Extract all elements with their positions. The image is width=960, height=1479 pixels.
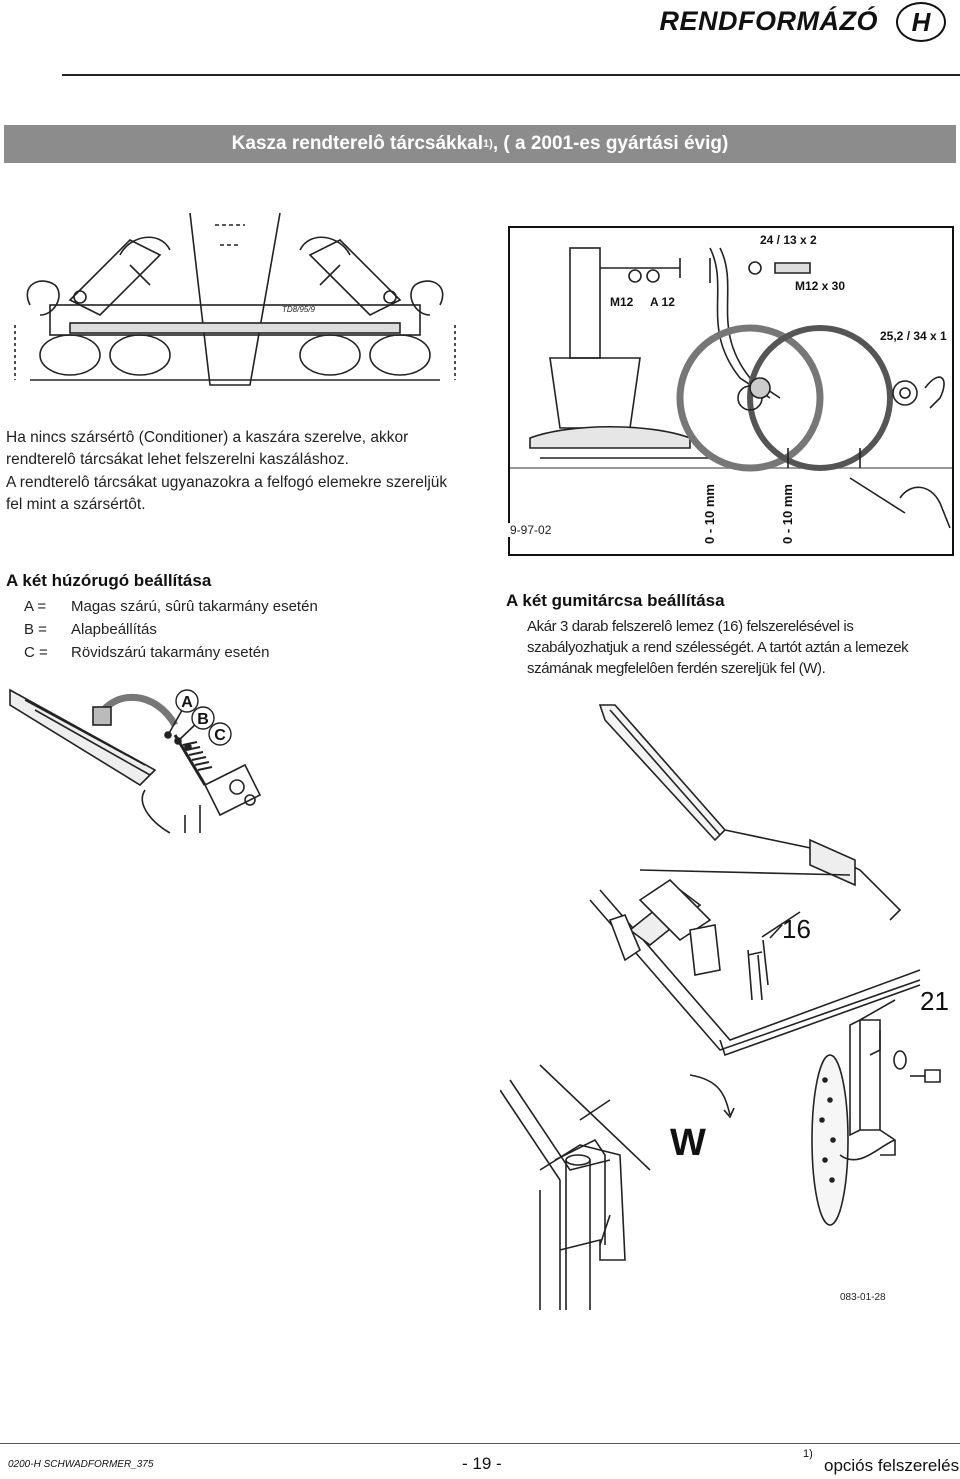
- label-gap-left: 0 - 10 mm: [702, 484, 717, 544]
- footer-document-code: 0200-H SCHWADFORMER_375: [8, 1459, 154, 1470]
- label-nut-m12: M12: [610, 295, 634, 309]
- frame-plate-figure: 16 21 W 083-01-28: [500, 704, 949, 1310]
- spring-setting-b: B = Alapbeállítás: [24, 621, 444, 644]
- setting-key: B =: [24, 621, 47, 638]
- spring-settings-list: A = Magas szárú, sûrû takarmány esetén B …: [24, 598, 444, 667]
- spring-position-c-label: C: [214, 727, 226, 744]
- label-gap-right: 0 - 10 mm: [780, 484, 795, 544]
- spring-position-a-label: A: [181, 694, 193, 711]
- bolt-part-number: 21: [920, 986, 949, 1016]
- disc-section-paragraph: Akár 3 darab felszerelô lemez (16) felsz…: [527, 618, 909, 677]
- tilt-w-label: W: [670, 1122, 706, 1164]
- figure4-code: 083-01-28: [840, 1292, 886, 1303]
- intro-paragraph-2: A rendterelô tárcsákat ugyanazokra a fel…: [6, 474, 448, 513]
- banner-suffix: , ( a 2001-es gyártási évig): [492, 133, 729, 154]
- footer-page-number: - 19 -: [462, 1454, 502, 1473]
- setting-value: Magas szárú, sûrû takarmány esetén: [71, 598, 318, 615]
- spring-position-b-label: B: [197, 711, 209, 728]
- setting-value: Alapbeállítás: [71, 621, 157, 638]
- intro-paragraph-1: Ha nincs szársértô (Conditioner) a kaszá…: [6, 429, 409, 468]
- label-bolt-m12x30: M12 x 30: [795, 279, 845, 293]
- header-divider: [62, 74, 960, 76]
- label-washer-24-13: 24 / 13 x 2: [760, 233, 817, 247]
- language-badge: H: [896, 2, 946, 42]
- disc-assembly-figure-frame: 24 / 13 x 2 M12 x 30 M12 A 12 25,2 / 34 …: [508, 226, 954, 556]
- spring-setting-a: A = Magas szárú, sûrû takarmány esetén: [24, 598, 444, 621]
- figure1-code: TD8/95/9: [282, 305, 315, 314]
- page-header-title: RENDFORMÁZÓ: [659, 6, 878, 36]
- disc-assembly-figure: 24 / 13 x 2 M12 x 30 M12 A 12 25,2 / 34 …: [510, 233, 952, 544]
- setting-value: Rövidszárú takarmány esetén: [71, 644, 270, 661]
- footer-footnote-text: opciós felszerelés: [824, 1456, 960, 1475]
- disc-section-heading: A két gumitárcsa beállítása: [506, 591, 725, 610]
- mower-rear-view-figure: TD8/95/9: [14, 212, 456, 386]
- setting-key: A =: [24, 598, 47, 615]
- banner-title: Kasza rendterelô tárcsákkal: [231, 133, 484, 154]
- banner-footnote-mark: 1): [483, 138, 493, 150]
- plate-part-number: 16: [782, 914, 811, 944]
- spring-position-figure: A B C: [9, 688, 262, 834]
- setting-key: C =: [24, 644, 48, 661]
- spring-section-heading: A két húzórugó beállítása: [6, 571, 212, 590]
- label-washer-a12: A 12: [650, 295, 675, 309]
- footer-divider: [0, 1443, 960, 1444]
- footer-footnote-mark: 1): [803, 1448, 813, 1460]
- label-washer-25-34: 25,2 / 34 x 1: [880, 329, 947, 343]
- spring-setting-c: C = Rövidszárú takarmány esetén: [24, 644, 444, 667]
- figure2-code: 9-97-02: [508, 523, 554, 537]
